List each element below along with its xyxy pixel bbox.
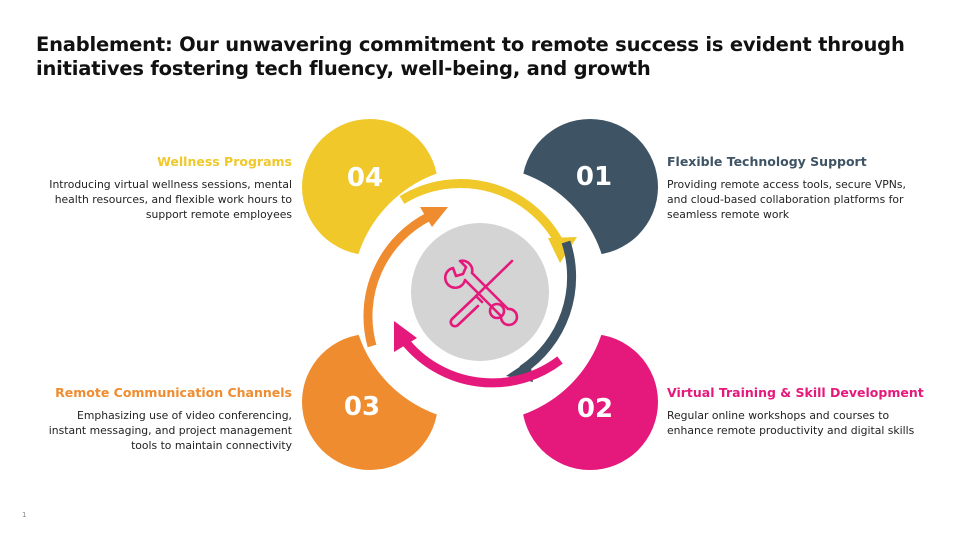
item-01-block: Flexible Technology Support Providing re… [667, 154, 917, 222]
item-04-heading: Wellness Programs [157, 154, 292, 169]
number-02: 02 [577, 394, 613, 424]
number-01: 01 [576, 162, 612, 192]
item-04-desc-line: Introducing virtual wellness sessions, m… [49, 178, 292, 191]
item-02-desc-line: Regular online workshops and courses to [667, 409, 890, 422]
page-title: Enablement: Our unwavering commitment to… [36, 33, 916, 81]
item-01-desc-line: Providing remote access tools, secure VP… [667, 178, 906, 191]
slide-number: 1 [22, 511, 27, 519]
number-04: 04 [347, 163, 383, 193]
item-04-description: Introducing virtual wellness sessions, m… [42, 177, 292, 222]
item-02-desc-line: enhance remote productivity and digital … [667, 424, 915, 437]
arrow-01-to-02 [519, 240, 577, 374]
item-04-desc-line: support remote employees [145, 208, 292, 221]
item-04-block: Wellness Programs Introducing virtual we… [42, 154, 292, 222]
item-01-description: Providing remote access tools, secure VP… [667, 177, 917, 222]
arrow-head-04 [420, 207, 448, 227]
item-01-desc-line: seamless remote work [667, 208, 790, 221]
arrow-03-to-04 [363, 211, 433, 348]
item-01-desc-line: and cloud-based collaboration platforms … [667, 193, 904, 206]
arrow-head-03 [394, 321, 417, 352]
item-03-desc-line: Emphasizing use of video conferencing, [77, 409, 292, 422]
item-03-description: Emphasizing use of video conferencing, i… [42, 408, 292, 453]
item-03-block: Remote Communication Channels Emphasizin… [42, 385, 292, 453]
item-02-description: Regular online workshops and courses to … [667, 408, 917, 438]
item-03-desc-line: instant messaging, and project managemen… [48, 424, 292, 437]
item-04-desc-line: health resources, and flexible work hour… [54, 193, 292, 206]
item-03-desc-line: tools to maintain connectivity [131, 439, 292, 452]
title-line-1: Enablement: Our unwavering commitment to… [36, 33, 905, 56]
item-01-heading: Flexible Technology Support [667, 154, 867, 169]
wrench-screwdriver-icon [444, 259, 519, 328]
arrow-04-to-01 [399, 178, 567, 250]
item-02-heading: Virtual Training & Skill Development [667, 385, 924, 400]
item-02-block: Virtual Training & Skill Development Reg… [667, 385, 924, 438]
number-03: 03 [344, 392, 380, 422]
title-line-2: initiatives fostering tech fluency, well… [36, 57, 651, 80]
item-03-heading: Remote Communication Channels [55, 385, 292, 400]
arrow-02-to-03 [400, 337, 563, 388]
